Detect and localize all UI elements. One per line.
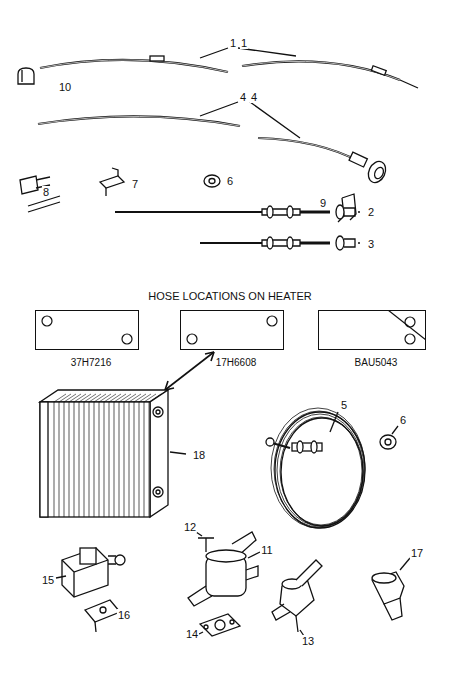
callout-number: 17 <box>410 547 424 559</box>
callout-number: 3 <box>367 238 375 250</box>
callout-number: 10 <box>58 81 72 93</box>
callout-number: 2 <box>367 206 375 218</box>
callout-number: 13 <box>301 635 315 647</box>
hose-location-box: BAU5043 <box>318 310 434 369</box>
part-number: BAU5043 <box>318 357 434 369</box>
callout-number: 8 <box>42 186 50 198</box>
callout-number: 16 <box>117 609 131 621</box>
callout-number: 14 <box>185 628 199 640</box>
callout-number: 1 <box>240 37 248 49</box>
hose-hole-symbol <box>318 310 426 350</box>
callout-number: 6 <box>399 414 407 426</box>
hose-hole-symbol <box>180 310 284 350</box>
heater-end-plate <box>180 310 284 350</box>
callout-number: 18 <box>192 449 206 461</box>
part-number: 37H7216 <box>35 357 147 369</box>
heater-end-plate <box>35 310 139 350</box>
callout-number: 5 <box>340 399 348 411</box>
callout-number: 4 <box>250 91 258 103</box>
callout-number: 12 <box>183 521 197 533</box>
callout-number: 15 <box>41 574 55 586</box>
hose-hole-symbol <box>35 310 139 350</box>
callout-number: 6 <box>226 175 234 187</box>
callout-number: 9 <box>319 197 327 209</box>
callout-number: 11 <box>260 544 273 556</box>
hose-location-box: 17H6608 <box>180 310 292 369</box>
callout-number: 1 <box>229 37 237 49</box>
hose-location-box: 37H7216 <box>35 310 147 369</box>
callout-number: 7 <box>131 178 139 190</box>
part-number: 17H6608 <box>180 357 292 369</box>
heater-end-plate <box>318 310 426 350</box>
callout-number: 4 <box>239 91 247 103</box>
section-heading: HOSE LOCATIONS ON HEATER <box>0 290 460 303</box>
